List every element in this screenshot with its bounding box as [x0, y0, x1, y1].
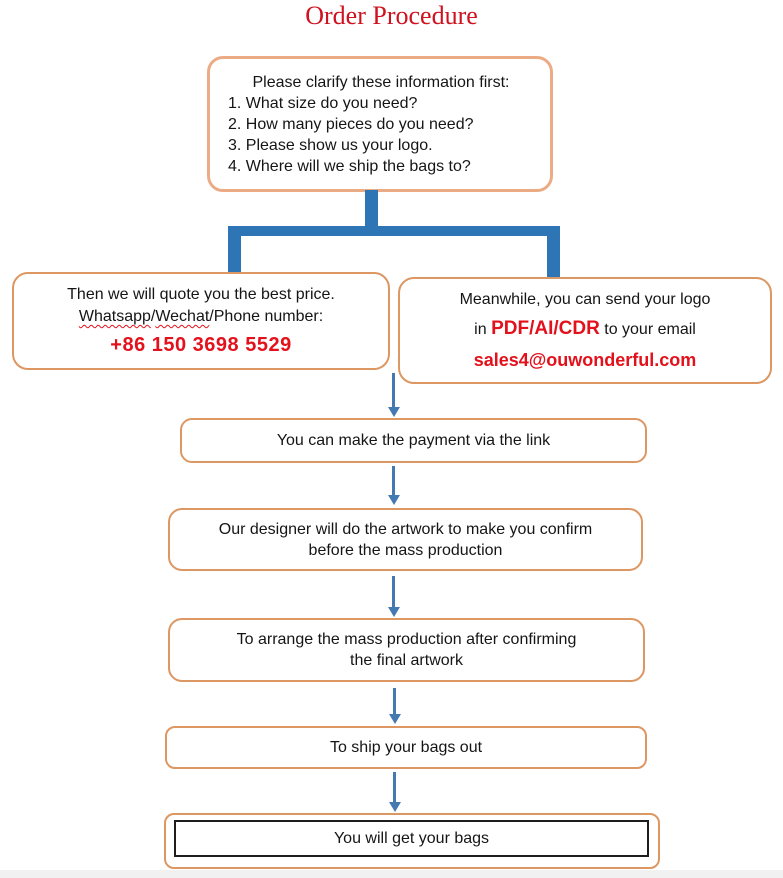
final-box: You will get your bags — [164, 813, 660, 869]
clarify-box: Please clarify these information first: … — [207, 56, 553, 192]
flow-arrow-4 — [393, 688, 396, 714]
production-line1: To arrange the mass production after con… — [236, 631, 577, 648]
clarify-item: 2. How many pieces do you need? — [228, 116, 474, 133]
quote-rest: /Phone number: — [209, 308, 324, 325]
quote-separator: / — [150, 308, 156, 325]
quote-whatsapp: Whatsapp — [78, 308, 151, 325]
payment-text: You can make the payment via the link — [276, 431, 551, 449]
file-formats: PDF/AI/CDR — [491, 318, 600, 339]
production-box: To arrange the mass production after con… — [168, 618, 645, 682]
logo-line1: Meanwhile, you can send your logo — [459, 290, 711, 308]
clarify-item: 4. Where will we ship the bags to? — [228, 158, 471, 175]
ship-text: To ship your bags out — [329, 738, 483, 756]
clarify-item: 3. Please show us your logo. — [228, 137, 433, 154]
quote-wechat: Wechat — [155, 308, 210, 325]
quote-box: Then we will quote you the best price. W… — [12, 272, 390, 370]
page-edge-strip — [0, 870, 783, 878]
connector-drop-right — [547, 226, 560, 278]
clarify-heading: Please clarify these information first: — [252, 74, 510, 91]
production-line2: the final artwork — [350, 652, 463, 669]
logo-box: Meanwhile, you can send your logo in PDF… — [398, 277, 772, 384]
clarify-item: 1. What size do you need? — [228, 95, 418, 112]
logo-line2: in PDF/AI/CDR to your email — [474, 318, 696, 340]
page-title: Order Procedure — [305, 1, 478, 30]
artwork-line2: before the mass production — [308, 541, 503, 559]
final-text: You will get your bags — [333, 829, 490, 847]
logo-suffix: to your email — [599, 321, 696, 338]
artwork-box: Our designer will do the artwork to make… — [168, 508, 643, 571]
logo-prefix: in — [474, 321, 492, 338]
connector-bar — [228, 226, 560, 236]
flow-arrow-2 — [392, 466, 395, 495]
connector-drop-left — [228, 226, 241, 272]
ship-box: To ship your bags out — [165, 726, 647, 769]
flow-arrow-3 — [392, 576, 395, 607]
connector-stem — [365, 190, 378, 230]
flow-arrow-1 — [392, 373, 395, 407]
email-address: sales4@ouwonderful.com — [473, 349, 697, 370]
payment-box: You can make the payment via the link — [180, 418, 647, 463]
artwork-line1: Our designer will do the artwork to make… — [218, 520, 593, 538]
quote-line2: Whatsapp/Wechat/Phone number: — [14, 306, 388, 328]
quote-line1: Then we will quote you the best price. — [67, 286, 335, 303]
final-box-inner: You will get your bags — [174, 820, 649, 857]
flow-arrow-5 — [393, 772, 396, 802]
phone-number: +86 150 3698 5529 — [110, 334, 292, 356]
